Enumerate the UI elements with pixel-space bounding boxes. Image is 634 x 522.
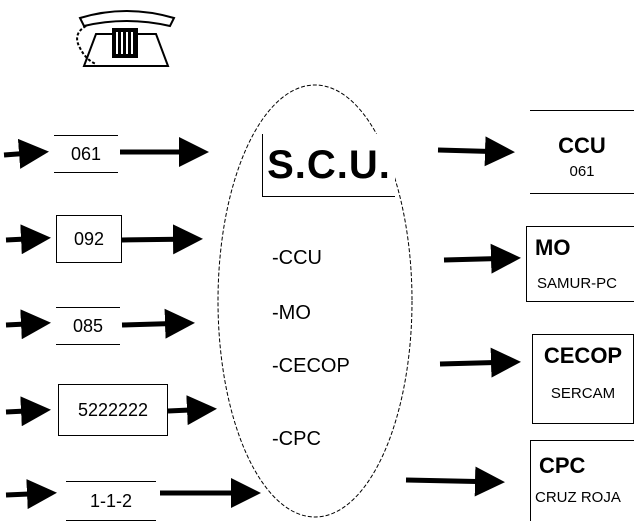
- input-label: 085: [72, 316, 104, 336]
- input-box-061: 061: [54, 135, 118, 173]
- arrow-mid-4: [167, 395, 217, 426]
- input-box-5222222: 5222222: [58, 384, 168, 436]
- arrow-out-2: [443, 243, 521, 274]
- arrow-in-5: [5, 479, 57, 510]
- output-box-mo: MO SAMUR-PC: [526, 226, 634, 302]
- output-name: SAMUR-PC: [537, 275, 618, 292]
- center-item-mo: -MO: [272, 302, 311, 324]
- output-box-ccu: CCU 061: [530, 110, 634, 194]
- arrow-in-2: [5, 224, 51, 255]
- center-item-cpc: -CPC: [272, 428, 321, 450]
- scu-ellipse: [217, 84, 413, 518]
- output-name: CRUZ ROJA: [535, 489, 621, 506]
- output-code: CPC: [539, 453, 586, 478]
- input-label: 1-1-2: [89, 491, 133, 511]
- arrow-mid-2: [121, 224, 203, 255]
- arrow-mid-3: [121, 308, 195, 339]
- output-box-cecop: CECOP SERCAM: [532, 334, 634, 424]
- output-code: MO: [535, 235, 571, 260]
- input-box-085: 085: [56, 307, 120, 345]
- arrow-out-4: [405, 466, 505, 497]
- output-name: 061: [569, 163, 595, 180]
- output-code: CCU: [558, 133, 606, 158]
- arrow-in-1: [3, 138, 49, 169]
- output-code: CECOP: [543, 343, 623, 368]
- center-item-ccu: -CCU: [272, 247, 322, 269]
- center-item-cecop: -CECOP: [272, 355, 350, 377]
- output-box-cpc: CPC CRUZ ROJA: [530, 440, 634, 521]
- arrow-in-4: [5, 396, 51, 427]
- input-box-092: 092: [56, 215, 122, 263]
- input-label: 092: [73, 229, 105, 249]
- arrow-out-3: [439, 347, 521, 378]
- telephone-icon: [76, 10, 176, 67]
- output-name: SERCAM: [550, 385, 616, 402]
- input-box-112: 1-1-2: [66, 481, 156, 521]
- arrow-out-1: [437, 136, 515, 167]
- scu-title: S.C.U.: [267, 143, 391, 187]
- input-label: 5222222: [77, 400, 149, 420]
- input-label: 061: [70, 144, 102, 164]
- scu-title-box: S.C.U.: [262, 134, 395, 197]
- arrow-in-3: [5, 309, 51, 340]
